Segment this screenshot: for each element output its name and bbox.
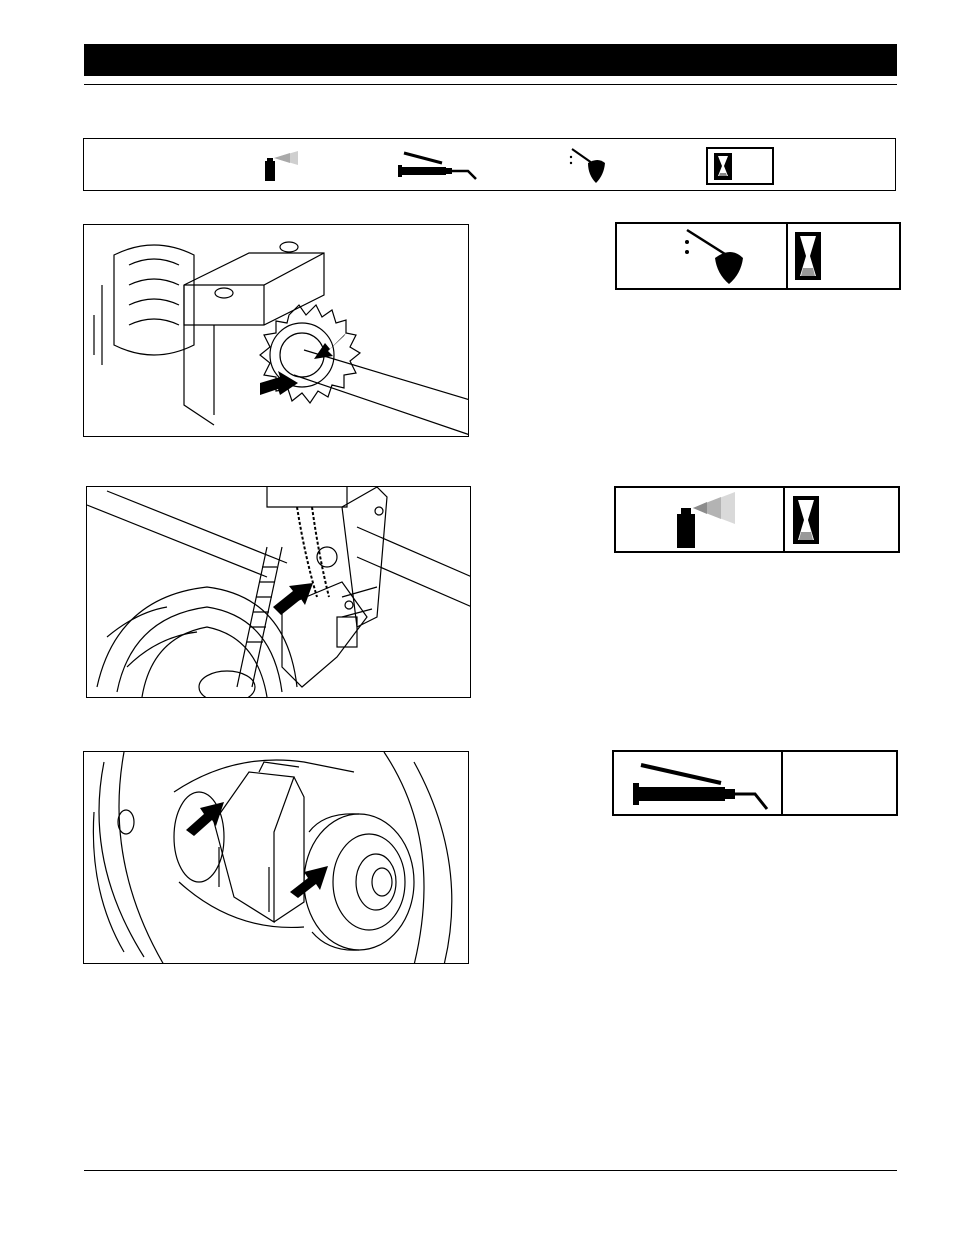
spray-can-icon: [655, 490, 745, 550]
oil-can-icon: [568, 145, 608, 185]
hourglass-icon: [706, 147, 774, 185]
grease-gun-cell: [614, 752, 783, 814]
drive-chain-and-wheel-illustration: [86, 486, 471, 698]
spray-can-cell: [616, 488, 785, 551]
lube-label-oil: [615, 222, 901, 290]
oil-can-icon: [657, 226, 747, 286]
grease-gun-icon: [396, 149, 480, 183]
sprocket-and-hub-illustration: [83, 224, 469, 437]
footer-rule: [84, 1170, 897, 1171]
header-rule: [84, 84, 897, 85]
header-bar: [84, 44, 897, 76]
lube-label-grease: [612, 750, 898, 816]
interval-cell-empty: [783, 752, 896, 814]
wheel-bearing-hub-illustration: [83, 751, 469, 964]
lube-label-spray: [614, 486, 900, 553]
spray-can-icon: [262, 149, 302, 183]
oil-can-cell: [617, 224, 788, 288]
interval-cell: [788, 224, 899, 288]
lubrication-legend: [83, 138, 896, 191]
hourglass-icon: [787, 490, 897, 550]
hourglass-icon: [789, 226, 899, 286]
grease-gun-icon: [623, 753, 773, 813]
interval-cell: [785, 488, 898, 551]
